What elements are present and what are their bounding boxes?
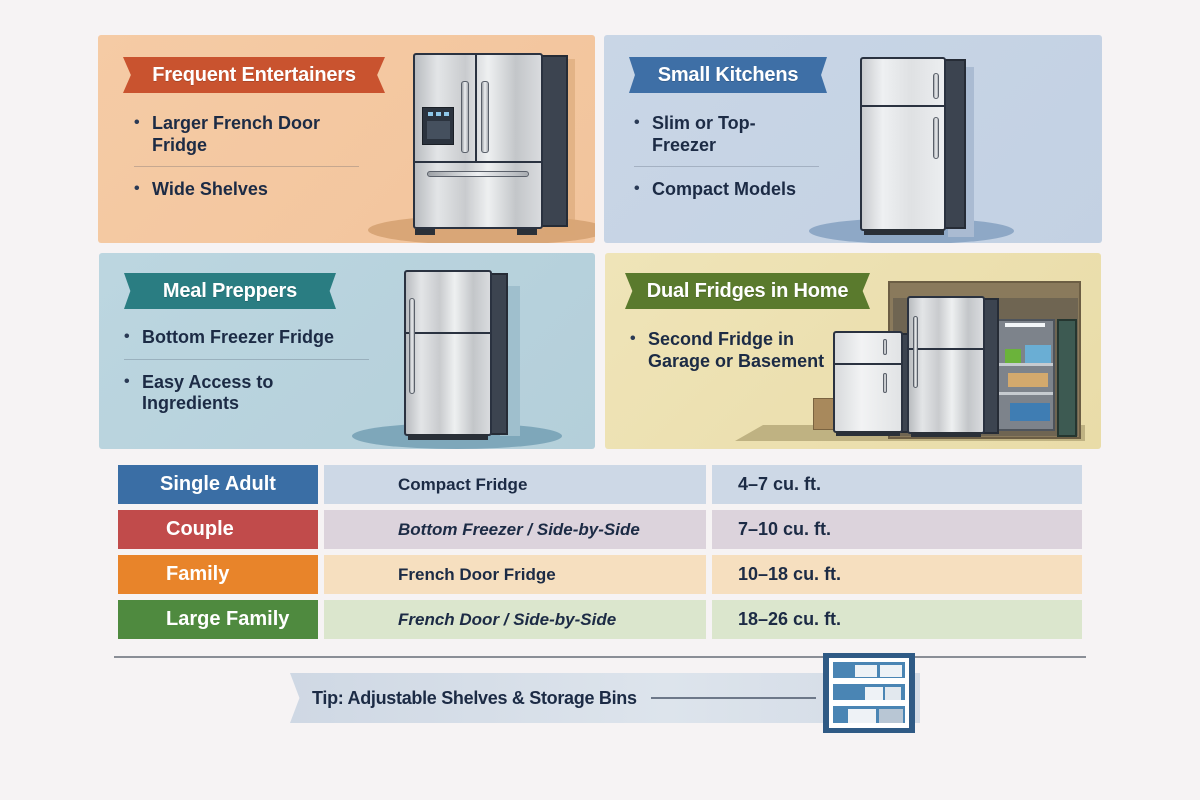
tip-text: Tip: Adjustable Shelves & Storage Bins [312,687,637,708]
bullet-item: Easy Access to Ingredients [124,372,369,415]
bullet-item: Second Fridge in Garage or Basement [630,329,830,372]
bullet-item: Compact Models [634,179,819,201]
capacity: 4–7 cu. ft. [712,465,1082,504]
table-row: Single Adult Compact Fridge 4–7 cu. ft. [118,465,1082,504]
fridge-type: French Door / Side-by-Side [324,600,706,639]
table-row: Large Family French Door / Side-by-Side … [118,600,1082,639]
panel-small-kitchens: Small Kitchens Slim or Top-Freezer Compa… [604,35,1102,243]
capacity: 7–10 cu. ft. [712,510,1082,549]
bullet-item: Larger French Door Fridge [134,113,359,168]
bullet-list: Larger French Door Fridge Wide Shelves [134,113,359,201]
fridge-type: Compact Fridge [324,465,706,504]
household-label: Family [118,555,318,594]
bullet-item: Wide Shelves [134,179,359,201]
panel-meal-preppers: Meal Preppers Bottom Freezer Fridge Easy… [99,253,595,449]
banner-dual-fridges: Dual Fridges in Home [625,273,870,309]
household-label: Couple [118,510,318,549]
tip-banner: Tip: Adjustable Shelves & Storage Bins [290,673,920,723]
bottom-freezer-fridge-icon [404,270,520,440]
bullet-list: Slim or Top-Freezer Compact Models [634,113,819,201]
bullet-list: Bottom Freezer Fridge Easy Access to Ing… [124,327,369,415]
banner-frequent-entertainers: Frequent Entertainers [123,57,385,93]
storage-shelf-icon [823,653,915,733]
banner-meal-preppers: Meal Preppers [124,273,336,309]
bullet-item: Slim or Top-Freezer [634,113,819,168]
table-row: Family French Door Fridge 10–18 cu. ft. [118,555,1082,594]
fridge-type: Bottom Freezer / Side-by-Side [324,510,706,549]
capacity: 10–18 cu. ft. [712,555,1082,594]
french-door-fridge-icon [413,53,575,238]
top-freezer-fridge-icon [860,57,974,237]
banner-small-kitchens: Small Kitchens [629,57,827,93]
section-divider [114,656,1086,658]
household-size-table: Single Adult Compact Fridge 4–7 cu. ft. … [118,465,1082,645]
tip-rule [650,697,816,699]
panel-frequent-entertainers: Frequent Entertainers Larger French Door… [98,35,595,243]
bullet-list: Second Fridge in Garage or Basement [630,329,830,372]
panel-dual-fridges: Dual Fridges in Home Second Fridge in Ga… [605,253,1101,449]
household-label: Large Family [118,600,318,639]
capacity: 18–26 cu. ft. [712,600,1082,639]
bullet-item: Bottom Freezer Fridge [124,327,369,360]
household-label: Single Adult [118,465,318,504]
fridge-type: French Door Fridge [324,555,706,594]
table-row: Couple Bottom Freezer / Side-by-Side 7–1… [118,510,1082,549]
